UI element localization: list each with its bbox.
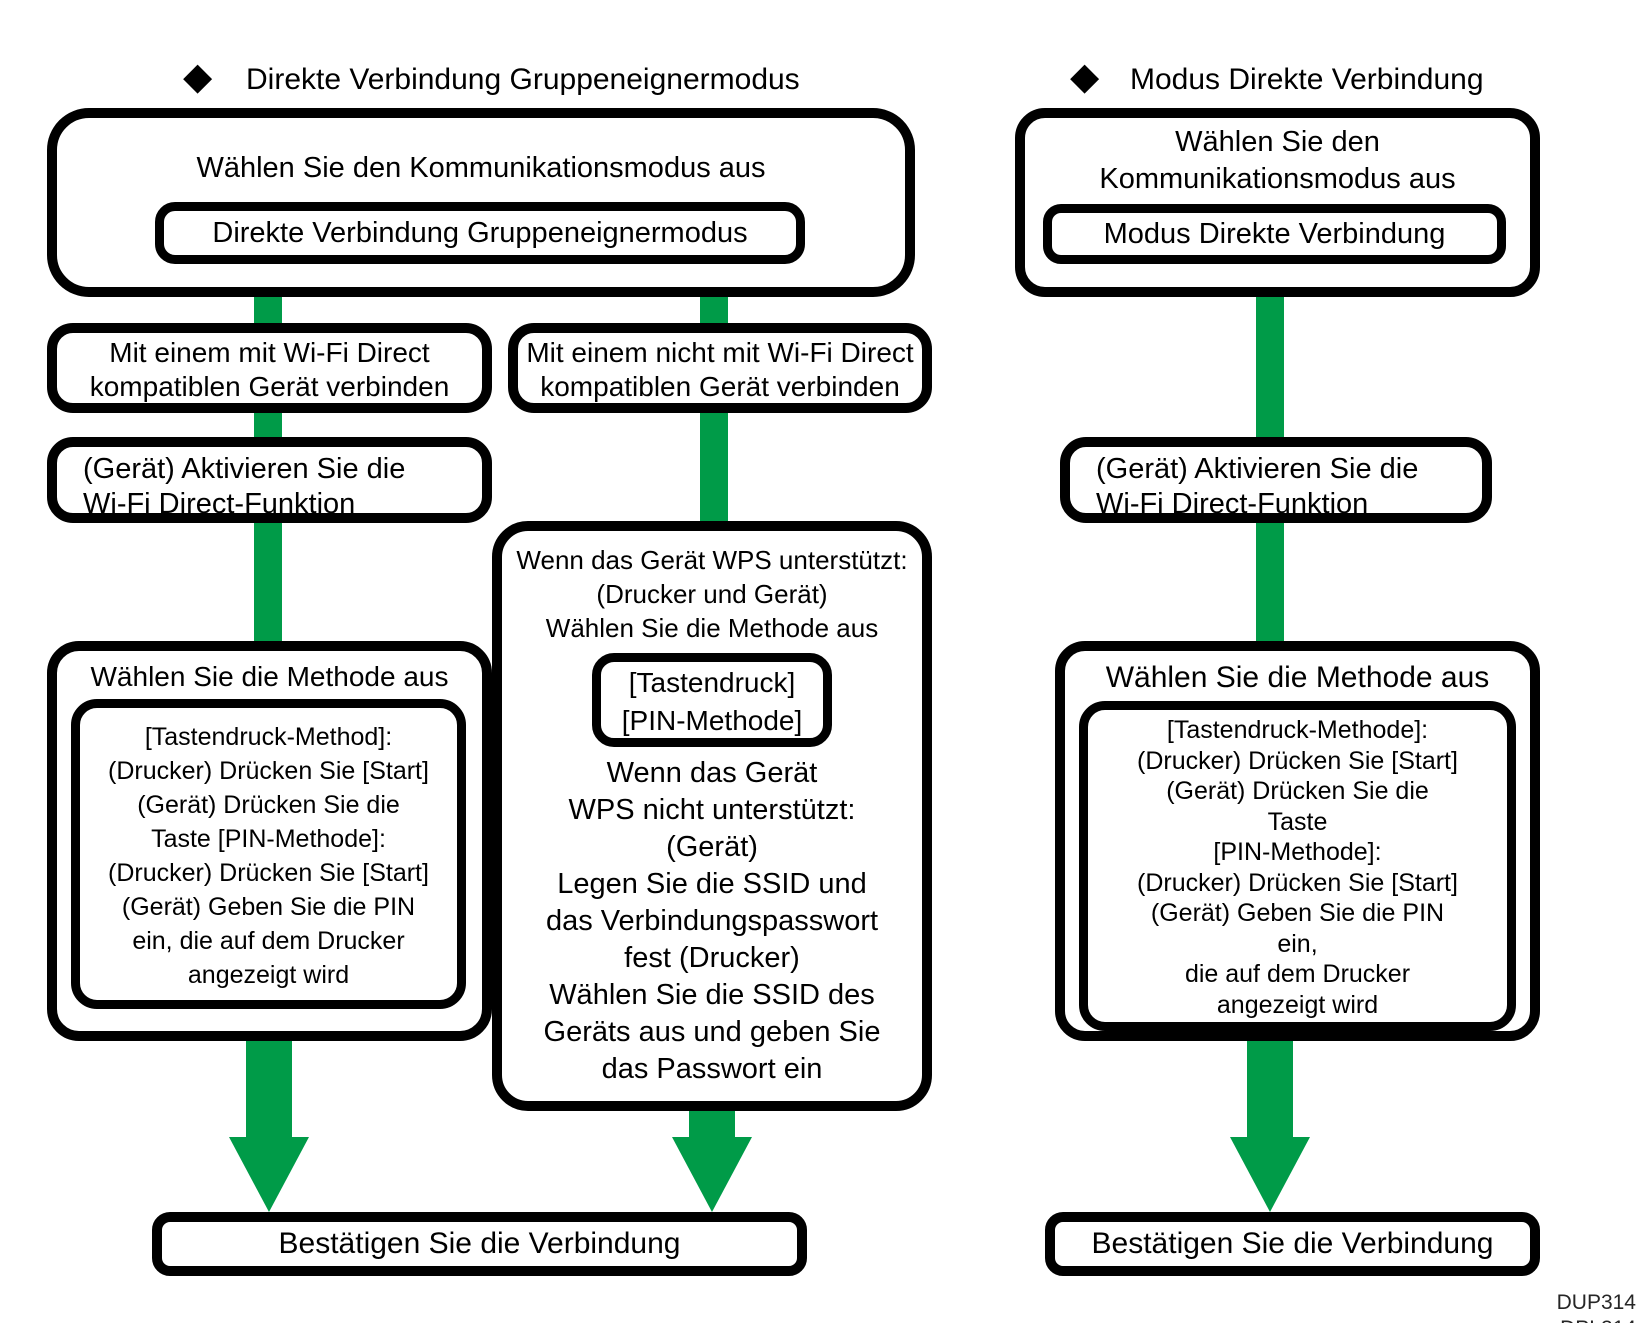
- wps-outro-line: Wählen Sie die SSID des: [549, 979, 875, 1011]
- method-step-line: [PIN-Methode]:: [1213, 838, 1382, 866]
- method-step-line: ein,: [1277, 929, 1318, 958]
- method-step-line: (Gerät) Geben Sie die PIN: [121, 893, 416, 921]
- branch-line: kompatiblen Gerät verbinden: [540, 371, 900, 402]
- wps-outro-line: das Passwort ein: [601, 1053, 823, 1085]
- right-method-steps-box: [Tastendruck-Methode]: (Drucker) Drücken…: [1079, 701, 1516, 1031]
- method-step-line: ein, die auf dem Drucker: [132, 927, 405, 955]
- select-method-title: Wählen Sie die Methode aus: [90, 661, 449, 692]
- activate-line: (Gerät) Aktivieren Sie die: [1096, 453, 1419, 485]
- left-confirm-connection-box: Bestätigen Sie die Verbindung: [152, 1212, 807, 1276]
- method-step-line: Taste [PIN-Methode]:: [151, 825, 386, 853]
- right-confirm-connection-box: Bestätigen Sie die Verbindung: [1045, 1212, 1540, 1276]
- arrow-down-icon: [1230, 1137, 1310, 1212]
- method-step-line: angezeigt wird: [1216, 990, 1379, 1019]
- method-step-line: Taste: [1267, 807, 1328, 836]
- wps-option-line: [Tastendruck]: [628, 667, 796, 698]
- wps-intro-line: Wenn das Gerät WPS unterstützt:: [516, 545, 908, 575]
- left-select-method-box: Wählen Sie die Methode aus [Tastendruck-…: [47, 641, 492, 1041]
- left-flow-heading: Direkte Verbindung Gruppeneignermodus: [246, 63, 800, 96]
- arrow-shaft-middle: [689, 1111, 735, 1137]
- confirm-label: Bestätigen Sie die Verbindung: [278, 1227, 681, 1260]
- select-method-title: Wählen Sie die Methode aus: [1105, 661, 1490, 694]
- connector-middle-1: [700, 297, 728, 323]
- selected-mode-option: Modus Direkte Verbindung: [1043, 204, 1506, 264]
- activate-line: (Gerät) Aktivieren Sie die: [83, 453, 406, 485]
- wps-intro-line: Wählen Sie die Methode aus: [545, 613, 879, 643]
- method-step-line: (Drucker) Drücken Sie [Start]: [108, 757, 429, 785]
- connector-left-1: [254, 297, 282, 323]
- branch-not-wifi-direct-compatible-box: Mit einem nicht mit Wi-Fi Direct kompati…: [508, 323, 932, 413]
- left-method-steps-box: [Tastendruck-Method]: (Drucker) Drücken …: [71, 699, 466, 1009]
- right-select-mode-box: Wählen Sie den Kommunikationsmodus aus M…: [1015, 108, 1540, 297]
- method-step-line: [Tastendruck-Method]:: [144, 723, 393, 751]
- wps-box: Wenn das Gerät WPS unterstützt: (Drucker…: [492, 521, 932, 1111]
- arrow-shaft-left: [246, 1041, 292, 1137]
- wps-outro-line: (Gerät): [666, 831, 758, 863]
- connector-right-1: [1256, 297, 1284, 437]
- arrow-shaft-right: [1247, 1041, 1293, 1137]
- select-mode-label: Wählen Sie den Kommunikationsmodus aus: [1025, 124, 1530, 198]
- select-mode-label: Wählen Sie den Kommunikationsmodus aus: [196, 152, 766, 184]
- method-step-line: (Gerät) Geben Sie die PIN: [1150, 899, 1445, 927]
- branch-line: Mit einem mit Wi-Fi Direct: [109, 337, 430, 368]
- selected-mode-option: Direkte Verbindung Gruppeneignermodus: [155, 202, 805, 264]
- connector-left-3: [254, 523, 282, 641]
- wps-method-options-box: [Tastendruck] [PIN-Methode]: [592, 653, 832, 747]
- left-activate-wifi-direct-box: (Gerät) Aktivieren Sie die Wi-Fi Direct-…: [47, 437, 492, 523]
- method-step-line: (Gerät) Drücken Sie die: [1166, 777, 1429, 805]
- branch-line: kompatiblen Gerät verbinden: [89, 371, 450, 402]
- method-step-line: (Drucker) Drücken Sie [Start]: [1137, 868, 1458, 897]
- wps-outro-line: Wenn das Gerät: [606, 757, 818, 789]
- wps-outro-line: Geräts aus und geben Sie: [543, 1016, 881, 1048]
- select-mode-line: Kommunikationsmodus aus: [1099, 163, 1456, 195]
- method-step-line: (Gerät) Drücken Sie die: [137, 791, 400, 819]
- figure-code: DUP314: [1556, 1291, 1636, 1314]
- selected-mode-option-label: Modus Direkte Verbindung: [1103, 218, 1446, 250]
- method-step-line: (Drucker) Drücken Sie [Start]: [1137, 746, 1458, 775]
- figure-code-clipped: DPL314: [1560, 1317, 1636, 1323]
- method-step-line: [Tastendruck-Methode]:: [1166, 716, 1429, 744]
- wps-outro-line: WPS nicht unterstützt:: [568, 794, 856, 826]
- connector-right-2: [1256, 523, 1284, 641]
- method-step-line: die auf dem Drucker: [1184, 960, 1411, 988]
- wps-option-line: [PIN-Methode]: [621, 705, 803, 736]
- branch-wifi-direct-compatible-box: Mit einem mit Wi-Fi Direct kompatiblen G…: [47, 323, 492, 413]
- right-flow-heading: Modus Direkte Verbindung: [1130, 63, 1484, 96]
- wps-outro-line: Legen Sie die SSID und: [557, 868, 867, 900]
- right-activate-wifi-direct-box: (Gerät) Aktivieren Sie die Wi-Fi Direct-…: [1060, 437, 1492, 523]
- connector-middle-2: [700, 413, 728, 521]
- wps-outro-line: fest (Drucker): [624, 942, 800, 974]
- confirm-label: Bestätigen Sie die Verbindung: [1091, 1227, 1494, 1260]
- branch-line: Mit einem nicht mit Wi-Fi Direct: [526, 337, 914, 368]
- selected-mode-option-label: Direkte Verbindung Gruppeneignermodus: [212, 217, 748, 249]
- method-step-line: (Drucker) Drücken Sie [Start]: [108, 859, 429, 887]
- connector-left-2: [254, 413, 282, 437]
- method-step-line: angezeigt wird: [187, 961, 350, 989]
- right-select-method-box: Wählen Sie die Methode aus [Tastendruck-…: [1055, 641, 1540, 1041]
- diamond-bullet-icon: ◆: [1070, 56, 1100, 98]
- wps-outro-line: das Verbindungspasswort: [545, 905, 879, 937]
- select-mode-line: Wählen Sie den: [1175, 126, 1380, 158]
- arrow-down-icon: [672, 1137, 752, 1212]
- diamond-bullet-icon: ◆: [183, 56, 213, 98]
- left-select-mode-box: Wählen Sie den Kommunikationsmodus aus D…: [47, 108, 915, 297]
- activate-line: Wi-Fi Direct-Funktion: [83, 488, 356, 520]
- wps-intro-line: (Drucker und Gerät): [596, 579, 828, 609]
- arrow-down-icon: [229, 1137, 309, 1212]
- activate-line: Wi-Fi Direct-Funktion: [1096, 488, 1369, 520]
